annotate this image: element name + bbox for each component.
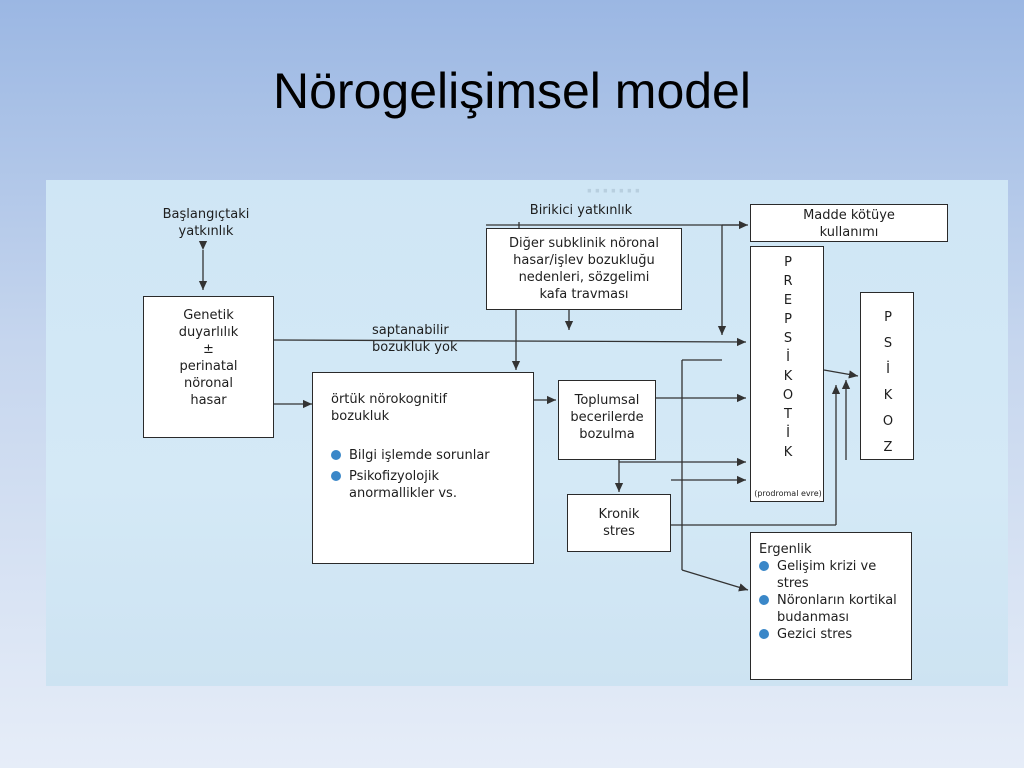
covert-box: örtük nörokognitif bozukluk Bilgi işlemd…	[312, 372, 534, 564]
start-label: Başlangıçtaki yatkınlık	[162, 207, 250, 239]
subclinical-box: Diğer subklinik nöronal hasar/işlev bozu…	[486, 228, 682, 310]
bullet-icon	[759, 629, 769, 639]
stress-box: Kronik stres	[567, 494, 671, 552]
bullet-icon	[759, 595, 769, 605]
slide-title: Nörogelişimsel model	[273, 63, 751, 119]
cumulative-label: Birikici yatkınlık	[529, 203, 633, 218]
bleed-through-text: ·······	[586, 180, 642, 205]
genetic-box: Genetik duyarlılık ± perinatal nöronal h…	[143, 296, 274, 438]
connector-lines	[198, 220, 859, 592]
prepsychotic-box: P R E P S İ K O T İ K (prodromal evre)	[750, 246, 824, 502]
prepsychotic-letters: P R E P S İ K O T İ K	[782, 255, 794, 460]
bullet-icon	[331, 450, 341, 460]
adolescence-box: Ergenlik Gelişim krizi ve stres Nöronlar…	[750, 532, 912, 680]
arrow-genetic-to-prepsychotic	[273, 337, 747, 347]
social-box: Toplumsal becerilerde bozulma	[558, 380, 656, 460]
psychosis-box: P S İ K O Z	[860, 292, 914, 460]
substance-box: Madde kötüye kullanımı	[750, 204, 948, 242]
prodromal-label: (prodromal evre)	[754, 489, 822, 498]
arrow-loop-to-adolescence	[681, 569, 749, 592]
bullet-icon	[759, 561, 769, 571]
adolescence-heading: Ergenlik	[759, 542, 812, 557]
arrow-prepsychotic-to-psychosis	[823, 369, 859, 379]
psychosis-letters: P S İ K O Z	[882, 310, 894, 455]
no-impairment-label: saptanabilir bozukluk yok	[372, 323, 458, 355]
bullet-icon	[331, 471, 341, 481]
diagram-scan: ·······	[46, 180, 1008, 686]
